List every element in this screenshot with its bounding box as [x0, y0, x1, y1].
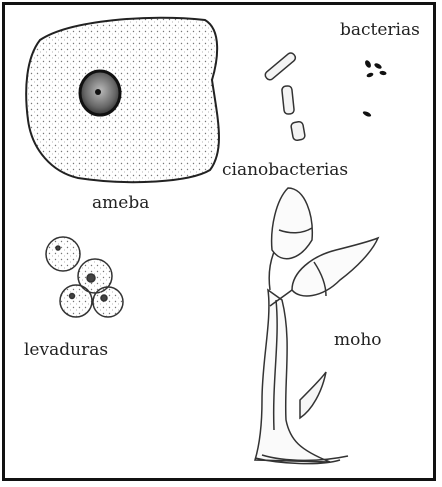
ameba-drawing	[26, 18, 219, 182]
label-moho: moho	[334, 330, 382, 350]
label-cianobacterias: cianobacterias	[222, 160, 348, 180]
label-levaduras: levaduras	[24, 340, 108, 360]
label-ameba: ameba	[92, 193, 149, 213]
cianobacteria-drawing	[264, 51, 306, 141]
mold-drawing	[255, 188, 378, 464]
yeast-drawing	[46, 237, 123, 317]
bacteria-drawing	[362, 59, 387, 117]
label-bacterias: bacterias	[340, 20, 420, 40]
